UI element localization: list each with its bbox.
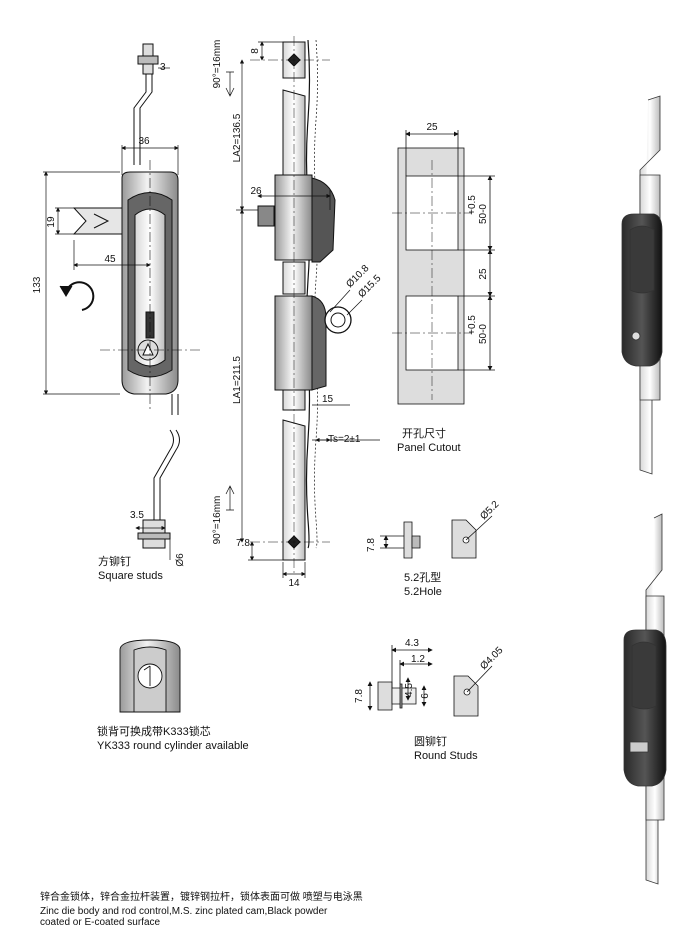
footer-cn: 锌合金锁体，锌合金拉杆装置，镀锌钢拉杆，锁体表面可做 喷塑与电泳黑	[40, 892, 363, 903]
dim-rs-7-8: 7.8	[354, 689, 365, 703]
footer-en-line2: coated or E-coated surface	[40, 917, 161, 928]
dim-stud-3: 3	[160, 62, 166, 73]
round-studs-en: Round Studs	[414, 750, 478, 762]
dim-15: 15	[322, 394, 334, 405]
front-dim-text: 36 19 45 133 3 3.5 Ø6	[32, 62, 186, 567]
round-stud-detail	[367, 645, 493, 717]
dim-cut-gap: 25	[478, 268, 489, 280]
dim-14: 14	[288, 578, 300, 589]
round-studs-cn: 圆铆钉	[414, 736, 447, 748]
dim-19: 19	[46, 216, 57, 228]
dim-rs-6: 6	[420, 693, 431, 699]
cylinder-cn: 锁背可换成带K333锁芯	[97, 726, 211, 738]
cylinder-en: YK333 round cylinder available	[97, 740, 249, 752]
front-view	[59, 43, 200, 549]
dim-ts: Ts=2±1	[328, 434, 361, 445]
panel-cutout-cn: 开孔尺寸	[402, 428, 446, 440]
dim-rs-1-2: 1.2	[411, 654, 425, 665]
hole-detail	[380, 515, 493, 559]
dim-dia6: Ø6	[175, 553, 186, 567]
square-studs-en: Square studs	[98, 570, 163, 582]
dim-cut-tol2: +0.5	[467, 315, 478, 335]
dim-cut-50-2: 50-0	[478, 324, 489, 344]
front-dims	[43, 67, 179, 560]
dim-la1: LA1=211.5	[232, 356, 243, 404]
dim-3-5: 3.5	[130, 510, 144, 521]
dim-rs-4-3: 4.3	[405, 638, 419, 649]
dim-cut-tol1: +0.5	[467, 195, 478, 215]
dim-7-8: 7.8	[236, 538, 250, 549]
dim-rs-4-5: 4.5	[404, 683, 415, 697]
cutout-dim-text: 25 +0.5 50-0 25 +0.5 50-0	[426, 122, 489, 344]
dim-hole-7-8: 7.8	[366, 538, 377, 552]
dim-cut-25: 25	[426, 122, 438, 133]
dim-8: 8	[250, 48, 261, 54]
dim-la2: LA2=136.5	[232, 113, 243, 162]
side-dim-text: 8 90°=16mm LA2=136.5 26 LA1=211.5 Ø10.8 …	[212, 40, 384, 589]
side-dims	[225, 41, 380, 578]
hole-cn: 5.2孔型	[404, 572, 442, 584]
dim-hole-dia: Ø5.2	[478, 499, 501, 522]
footer-en-line1: Zinc die body and rod control,M.S. zinc …	[40, 906, 328, 917]
dim-cut-50-1: 50-0	[478, 204, 489, 224]
dim-133: 133	[32, 276, 43, 293]
product-photo-top	[621, 95, 663, 475]
round-stud-dim-text: 4.3 1.2 4.5 6 7.8 Ø4.05	[354, 638, 506, 703]
dim-rs-dia: Ø4.05	[478, 645, 505, 672]
panel-cutout-en: Panel Cutout	[397, 442, 461, 454]
dim-45: 45	[104, 254, 116, 265]
dim-bottom-angle: 90°=16mm	[212, 496, 223, 545]
cylinder-detail	[119, 639, 181, 713]
dim-top-angle: 90°=16mm	[212, 40, 223, 89]
square-studs-cn: 方铆钉	[98, 556, 131, 568]
hole-en: 5.2Hole	[404, 586, 442, 598]
product-photo-bottom	[623, 513, 667, 885]
panel-cutout	[392, 130, 495, 405]
dim-26: 26	[250, 186, 262, 197]
dim-36: 36	[138, 136, 150, 147]
